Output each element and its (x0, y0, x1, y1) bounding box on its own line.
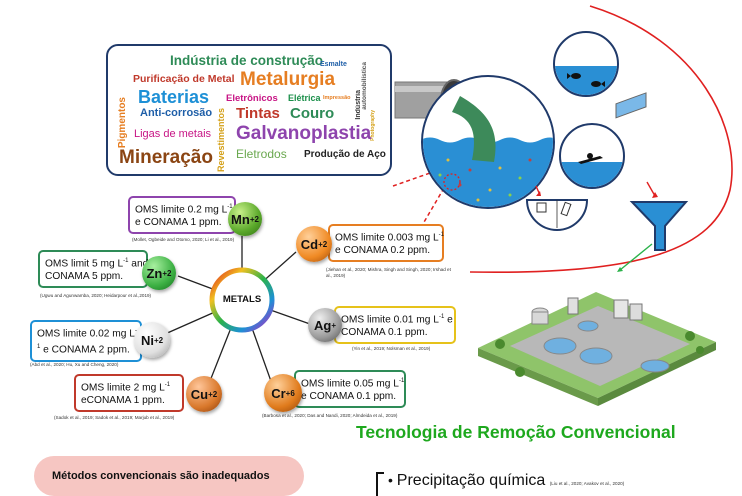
effluent-stream (452, 96, 496, 162)
cd-limit-text: OMS limite 0.003 mg L (335, 232, 439, 244)
wordcloud-word: Indústria de construção (170, 53, 324, 68)
metals-hub-label: METALS (222, 294, 262, 305)
zn-info-box: OMS limit 5 mg L-1 and CONAMA 5 ppm. (38, 250, 149, 289)
wordcloud-word: Metalurgia (240, 69, 336, 90)
cd-info-box: OMS limite 0.003 mg L-1 e CONAMA 0.2 ppm… (328, 224, 444, 263)
zoom-marker (443, 173, 461, 191)
unit-exponent: -1 (227, 204, 233, 210)
wordcloud-word: Baterias (138, 87, 210, 107)
cd-conama-text: e CONAMA 0.2 ppm. (335, 244, 431, 256)
cr-info-box: OMS limite 0.05 mg L-1 e CONAMA 0.1 ppm. (294, 370, 406, 409)
unit-exponent: -1 (438, 232, 444, 238)
ag-ball: Ag+ (308, 308, 342, 342)
cu-limit-text: OMS limite 2 mg L (81, 382, 165, 394)
wordcloud-word: Tintas (236, 105, 280, 122)
section-heading: Tecnologia de Remoção Convencional (356, 422, 676, 442)
unit-exponent: -1 (164, 382, 171, 388)
cr-reference: (Barbosa et al., 2020; Das and Nandi, 20… (262, 413, 398, 418)
cr-ball: Cr+6 (264, 374, 302, 412)
unit-exponent: -1 (438, 314, 445, 320)
unit-exponent: -1 (123, 258, 129, 264)
warning-text: Métodos convencionais são inadequados (52, 470, 270, 482)
ag-limit-suffix: e (444, 314, 453, 326)
cu-info-box: OMS limite 2 mg L-1 eCONAMA 1 ppm. (74, 374, 184, 413)
metals-hub-ring (209, 267, 275, 333)
cr-limit-text: OMS limite 0.05 mg L (301, 378, 399, 390)
ag-info-box: OMS limite 0.01 mg L-1 e CONAMA 0.1 ppm. (334, 306, 456, 345)
red-ring (469, 5, 733, 274)
wordcloud-word: Eletrodos (236, 147, 287, 161)
list-item-text: Precipitação química (396, 472, 546, 489)
list-bracket (376, 472, 384, 496)
wordcloud-word: Anti-corrosão (140, 107, 213, 119)
zn-conama-text: CONAMA 5 ppm. (45, 270, 124, 282)
wordcloud-word: Impressão (323, 95, 351, 101)
zn-ball: Zn+2 (142, 256, 176, 290)
filter-funnel (629, 201, 689, 251)
ni-reference: (Abd et al., 2020; Hu, Xu and Cheng, 202… (30, 362, 119, 367)
cu-ball: Cu+2 (186, 376, 222, 412)
cu-conama-text: eCONAMA 1 ppm. (81, 394, 165, 406)
ag-conama-text: CONAMA 0.1 ppm. (341, 326, 428, 338)
list-item: • Precipitação química (Liu et al., 2020… (388, 472, 624, 490)
ni-limit-text: OMS limite 0.02 mg L (37, 328, 135, 340)
wordcloud-word: Purificação de Metal (133, 73, 235, 85)
mn-reference: (Mollet, Ogbeide and Otomo, 2020; Li et … (132, 237, 235, 242)
zn-limit-text: OMS limit 5 mg L (45, 258, 124, 270)
list-item-reference: (Liu et al., 2020; Avakov et al., 2020) (549, 481, 625, 486)
wordcloud-word: Esmalte (320, 61, 347, 68)
wordcloud-word: Couro (290, 105, 335, 122)
cu-reference: (Sadok et al., 2019; Sadok et al., 2019;… (54, 415, 175, 420)
treatment-plant-illustration (478, 92, 716, 406)
ag-limit-text: OMS limite 0.01 mg L (341, 314, 439, 326)
wordcloud-word: Mineração (119, 147, 213, 168)
ni-ball: Ni+2 (134, 322, 170, 358)
wordcloud-word: Elétrica (288, 93, 321, 103)
wordcloud-word: Produção de Aço (304, 149, 386, 160)
ag-reference: (Yin et al., 2019; Nolsman et al., 2019) (352, 346, 431, 351)
warning-banner: Métodos convencionais são inadequados (34, 456, 304, 496)
ni-info-box: OMS limite 0.02 mg L- 1 e CONAMA 2 ppm. (30, 320, 142, 362)
wordcloud-word: Eletrônicos (226, 93, 278, 104)
cr-conama-text: e CONAMA 0.1 ppm. (301, 390, 397, 402)
wordcloud-word: Ligas de metais (134, 128, 212, 140)
unit-exponent: -1 (398, 378, 405, 384)
mn-limit-text: OMS limite 0.2 mg L (135, 204, 228, 216)
zn-reference: (Ugwu and Agunwamba, 2020; Heidarpour et… (40, 293, 152, 298)
unit-exponent: 1 (37, 343, 41, 350)
bullet: • (388, 472, 397, 488)
ni-conama-text: e CONAMA 2 ppm. (40, 344, 130, 356)
mn-conama-text: e CONAMA 1 ppm. (135, 216, 222, 228)
mn-ball: Mn+2 (228, 202, 262, 236)
cd-reference: (Jiehan et al., 2020; Mishra, Singh and … (326, 267, 451, 278)
mn-info-box: OMS limite 0.2 mg L-1 e CONAMA 1 ppm. (128, 196, 236, 235)
wordcloud-word: Galvanoplastia (236, 123, 372, 144)
zn-limit-suffix: and (128, 258, 149, 270)
industries-wordcloud (106, 44, 392, 176)
cd-ball: Cd+2 (296, 226, 332, 262)
